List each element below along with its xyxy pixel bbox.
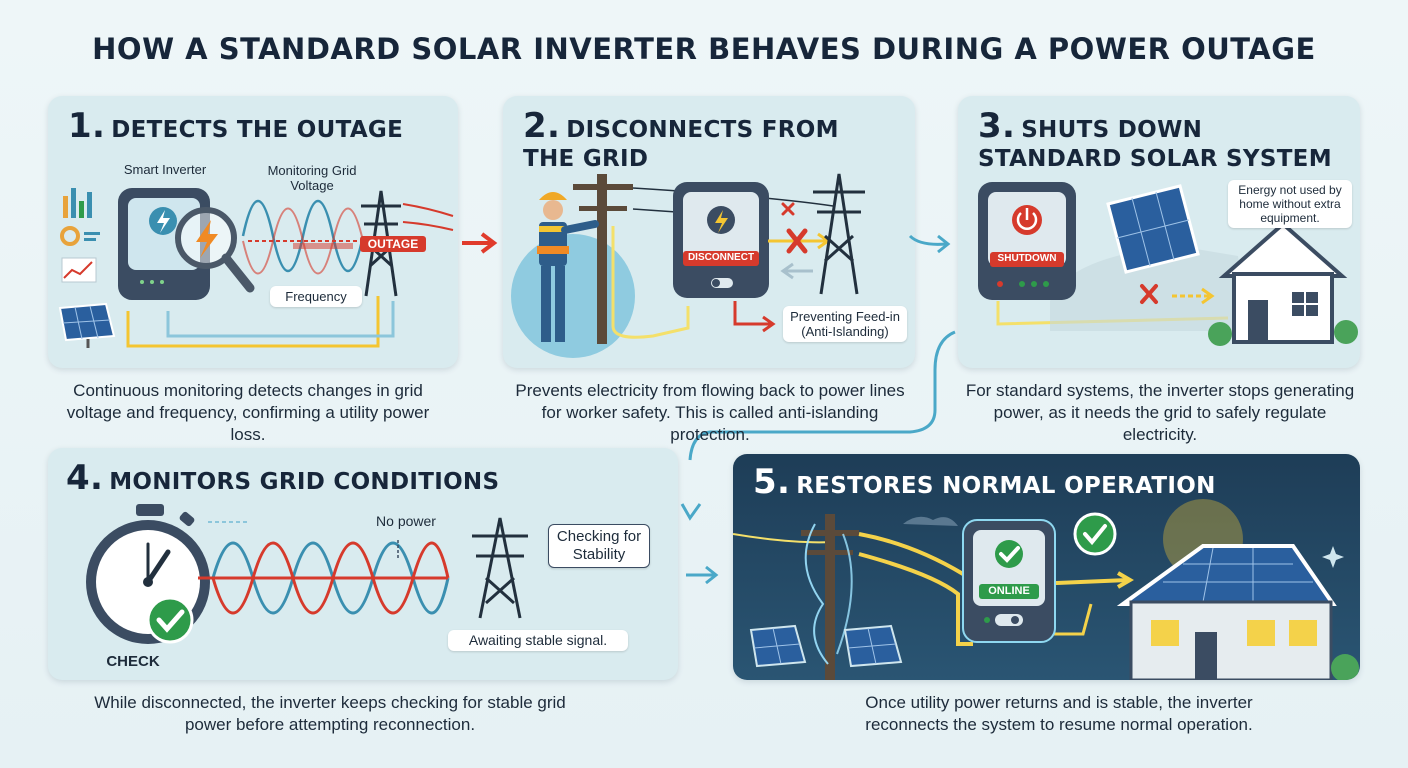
line-chart-icon xyxy=(61,257,97,283)
utility-pole-icon xyxy=(801,514,859,680)
step-title-text: SHUTS DOWN STANDARD SOLAR SYSTEM xyxy=(978,117,1332,172)
step-5-illustration xyxy=(733,499,1359,680)
connector-arrow-icon xyxy=(688,330,956,461)
step-2-panel: 2.DISCONNECTS FROM THE GRID DISCONNECT P… xyxy=(503,96,915,368)
checkmark-icon xyxy=(146,596,194,644)
step-1-caption: Continuous monitoring detects changes in… xyxy=(66,381,430,444)
sparkle-icon xyxy=(1322,546,1344,568)
step-1-panel: 1.DETECTS THE OUTAGE Smart Inverter Moni… xyxy=(48,96,458,368)
step-4-illustration xyxy=(86,504,528,644)
house-icon xyxy=(1218,221,1348,344)
step-3-illustration xyxy=(978,182,1358,346)
feed-in-label: Preventing Feed-in (Anti-Islanding) xyxy=(783,306,907,342)
step-number: 1. xyxy=(68,106,106,146)
wire-blue xyxy=(166,301,395,338)
arrow-right-icon xyxy=(908,234,951,254)
step-number: 2. xyxy=(523,106,561,146)
step-number: 5. xyxy=(753,462,791,502)
speech-bubble-icon: Checking for Stability xyxy=(548,524,650,568)
cross-icon xyxy=(781,202,795,216)
step-1-illustration xyxy=(58,188,454,348)
step-2-illustration xyxy=(511,173,865,358)
step-3-caption: For standard systems, the inverter stops… xyxy=(965,381,1355,444)
utility-pole-icon xyxy=(573,174,633,344)
step-4-title: 4.MONITORS GRID CONDITIONS xyxy=(66,461,500,497)
donut-chart-icon xyxy=(60,226,80,246)
checking-label: Checking for Stability xyxy=(556,528,642,563)
shutdown-tag: SHUTDOWN xyxy=(990,252,1064,267)
step-4-caption: While disconnected, the inverter keeps c… xyxy=(94,693,566,734)
step-5-caption: Once utility power returns and is stable… xyxy=(865,693,1253,734)
arrow-right-icon xyxy=(686,565,719,585)
wire-yellow xyxy=(126,296,380,348)
step-title-text: MONITORS GRID CONDITIONS xyxy=(109,469,500,495)
step-number: 3. xyxy=(978,106,1016,146)
disconnect-tag: DISCONNECT xyxy=(683,251,759,266)
outage-tag: OUTAGE xyxy=(360,236,426,252)
transmission-tower-icon xyxy=(813,173,865,295)
worker-icon xyxy=(537,192,599,342)
solar-panel-icon xyxy=(1106,184,1200,274)
cross-icon xyxy=(786,228,808,254)
magnifier-icon xyxy=(175,207,255,293)
voltage-wave xyxy=(241,200,365,272)
awaiting-label: Awaiting stable signal. xyxy=(448,630,628,651)
background-circle xyxy=(511,234,635,358)
step-5-title: 5.RESTORES NORMAL OPERATION xyxy=(753,465,1216,501)
step-title-text: DISCONNECTS FROM THE GRID xyxy=(523,117,839,172)
check-label: CHECK xyxy=(106,653,160,670)
arrow-right-icon xyxy=(462,232,498,254)
step-1-title: 1.DETECTS THE OUTAGE xyxy=(68,109,404,145)
device-label: Smart Inverter xyxy=(123,162,207,177)
solar-panel-icon xyxy=(58,302,116,348)
step-title-text: DETECTS THE OUTAGE xyxy=(111,117,404,143)
step-2-caption: Prevents electricity from flowing back t… xyxy=(515,381,905,444)
frequency-label: Frequency xyxy=(270,286,362,307)
inverter-icon xyxy=(978,182,1076,300)
inverter-icon xyxy=(673,182,769,298)
step-4-panel: 4.MONITORS GRID CONDITIONS No power Chec… xyxy=(48,448,678,680)
page-title: HOW A STANDARD SOLAR INVERTER BEHAVES DU… xyxy=(92,32,1316,66)
step-number: 4. xyxy=(66,458,104,498)
online-tag: ONLINE xyxy=(979,584,1039,599)
arrow-down-icon xyxy=(680,503,702,521)
solar-panel-icon xyxy=(843,624,903,668)
step-title-text: RESTORES NORMAL OPERATION xyxy=(796,473,1216,499)
solar-panel-icon xyxy=(749,624,807,668)
step-3-title: 3.SHUTS DOWN STANDARD SOLAR SYSTEM xyxy=(978,109,1338,174)
step-5-panel: 5.RESTORES NORMAL OPERATION ONLINE xyxy=(733,454,1360,680)
checkmark-icon xyxy=(1073,512,1117,556)
step-3-panel: 3.SHUTS DOWN STANDARD SOLAR SYSTEM SHUTD… xyxy=(958,96,1360,368)
energy-note-label: Energy not used by home without extra eq… xyxy=(1228,180,1352,228)
bar-chart-icon xyxy=(63,188,92,218)
step-2-title: 2.DISCONNECTS FROM THE GRID xyxy=(523,109,863,174)
no-power-label: No power xyxy=(376,513,436,529)
frequency-wave xyxy=(242,207,364,275)
monitoring-label: Monitoring Grid Voltage xyxy=(267,163,357,193)
transmission-tower-icon xyxy=(472,517,528,619)
inverter-icon xyxy=(962,519,1056,643)
house-icon xyxy=(1116,544,1337,680)
cross-icon xyxy=(1140,284,1158,304)
